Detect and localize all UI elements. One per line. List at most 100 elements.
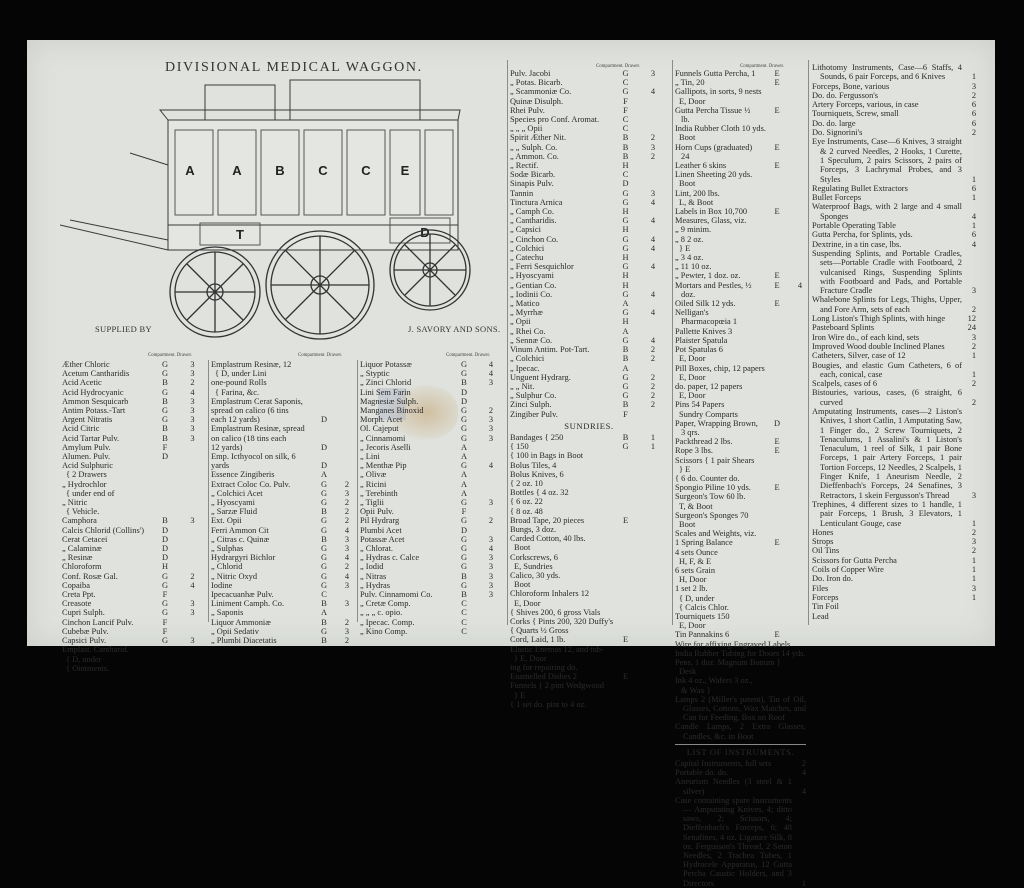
table-row: Funnels { 2 pint Wedgwood} E <box>510 681 668 699</box>
compartment <box>311 434 337 443</box>
drawer <box>476 388 506 397</box>
column-header: Compartment. Drawer. <box>446 353 491 358</box>
compartment: G <box>460 498 468 508</box>
instrument-item: Whalebone Splints for Legs, Thighs, Uppe… <box>812 295 976 314</box>
drawer <box>638 115 668 124</box>
instrument-count: 6 <box>971 100 976 110</box>
compartment <box>760 327 794 336</box>
table-row: { 8 oz. 48 <box>510 507 668 516</box>
compartment-note: } E <box>679 464 691 474</box>
compartment: B <box>321 534 327 544</box>
item-name: „ Plumbi Diacetatis <box>211 636 277 646</box>
drawer: 4 <box>650 216 656 226</box>
table-row: 1 set 2 lb.{ D, under <box>675 584 806 602</box>
compartment <box>760 308 794 326</box>
wagon-label: C <box>318 163 328 178</box>
table-row: „ 11 10 oz. <box>675 262 806 271</box>
drawer: 2 <box>344 617 350 627</box>
table-row: Nelligan's Pharmacopœia 1 <box>675 308 806 326</box>
table-row: Cord, Laid, 1 lb.E <box>510 635 668 644</box>
item-name: Carded Cotton, 40 lbs. <box>510 534 586 544</box>
compartment <box>760 253 794 262</box>
drawer <box>337 452 357 461</box>
column-header: Compartment. Drawer. <box>596 64 641 69</box>
item-name: { 6 oz. 22 <box>510 497 543 507</box>
drawer: 3 <box>488 433 494 443</box>
table-row: Rope 3 lbs.E <box>675 446 806 455</box>
item-name: Paper, Wrapping Brown, 3 qrs. <box>675 418 758 437</box>
compartment: B <box>162 433 168 443</box>
compartment-note: E, Door <box>679 391 706 401</box>
item-name: Pil Hydrarg <box>360 516 400 526</box>
compartment: F <box>162 442 168 452</box>
compartment: G <box>622 69 629 78</box>
compartment: H <box>622 253 629 263</box>
item-name: „ Sulphur Co. <box>510 391 557 401</box>
drawer: 2 <box>488 406 494 416</box>
item-name: yards <box>211 461 230 471</box>
instrument-name: Scissors for Gutta Percha <box>812 555 897 565</box>
drawer: 4 <box>650 289 656 299</box>
drawer: 2 <box>344 636 350 646</box>
drawer <box>337 461 357 470</box>
instrument-count: 3 <box>971 332 976 342</box>
drawer <box>638 700 668 709</box>
item-name: „ Lini <box>360 452 380 462</box>
item-name: Sinapis Pulv. <box>510 179 554 189</box>
drawer <box>794 419 806 437</box>
drawer <box>476 608 506 617</box>
item-name: Liquor Potassæ <box>360 360 412 369</box>
table-row: Emplastrum Resinæ, spread <box>211 424 357 433</box>
compartment: B <box>622 151 629 161</box>
table-row: „ 9 minim. <box>675 225 806 234</box>
table-row: „ 8 2 oz.} E <box>675 235 806 253</box>
item-name: Labels in Box 10,700 <box>675 207 748 217</box>
table-row: Amylum Pulv.F <box>62 443 205 452</box>
item-name: Chloroform <box>62 562 102 572</box>
item-name: Alumen. Pulv. <box>62 452 111 462</box>
instrument-name: Whalebone Splints for Legs, Thighs, Uppe… <box>812 295 962 314</box>
item-name: „ Opii <box>510 317 531 327</box>
drawer: 2 <box>488 516 494 526</box>
drawer: 2 <box>650 354 656 364</box>
item-name: Ink 4 oz., Wafers 3 oz., & Wax } <box>675 676 753 695</box>
drawer <box>638 253 668 262</box>
instrument-count: 1 <box>971 351 976 361</box>
compartment: G <box>320 516 328 526</box>
compartment: E <box>774 207 780 217</box>
drawer <box>794 106 806 124</box>
instrument-name: Trephines, 4 different sizes to 1 handle… <box>812 499 962 528</box>
sundries-heading: SUNDRIES. <box>564 420 614 431</box>
item-name: Acid Tartar Pulv. <box>62 433 120 443</box>
compartment: G <box>320 571 328 581</box>
wagon-label: C <box>361 163 371 178</box>
item-name: „ Colchici <box>510 243 545 253</box>
compartment <box>311 424 337 433</box>
drawer: 3 <box>190 636 195 646</box>
item-name: Pens, 1 doz. Magnum Bonum } <box>675 658 781 667</box>
instrument-count: 2 <box>971 341 976 351</box>
drawer <box>337 415 357 424</box>
